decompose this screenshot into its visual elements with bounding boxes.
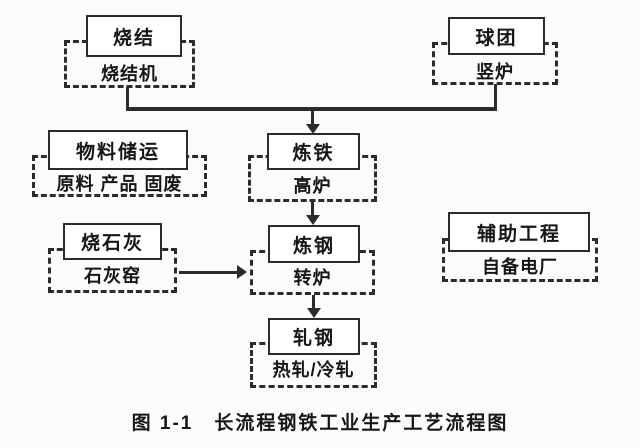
node-sinter-title-box: 烧结	[86, 15, 182, 57]
node-lime-burning-title: 烧石灰	[80, 233, 144, 254]
node-auxiliary-title-box: 辅助工程	[448, 212, 590, 252]
node-ironmaking-sublabel: 高炉	[293, 176, 332, 196]
node-pellet-title-box: 球团	[448, 17, 545, 55]
node-material-logistics-title: 物料储运	[75, 141, 160, 163]
edge-lime-steelmaking-arrowhead-icon	[237, 265, 247, 279]
edge-steelmaking-rolling-arrowhead-icon	[307, 308, 321, 318]
node-lime-burning-title-box: 烧石灰	[63, 223, 162, 260]
node-sinter-sublabel: 烧结机	[101, 64, 158, 84]
node-pellet-sublabel: 竖炉	[476, 62, 514, 82]
node-sinter-title: 烧结	[112, 27, 155, 49]
edge-pellet-merge-stub	[494, 84, 497, 111]
node-steelmaking-title-box: 炼钢	[268, 225, 360, 263]
edge-sinter-merge-stub	[126, 87, 129, 111]
edge-merge-to-ironmaking-arrowhead-icon	[306, 124, 320, 134]
node-rolling-title-box: 轧钢	[268, 318, 360, 355]
node-rolling-title: 轧钢	[292, 328, 335, 349]
edge-merge-bar	[126, 107, 497, 111]
node-lime-burning-sublabel: 石灰窑	[84, 266, 141, 286]
edge-merge-to-ironmaking-shaft	[311, 111, 314, 125]
node-pellet-title: 球团	[475, 27, 518, 49]
edge-ironmaking-steelmaking-shaft	[311, 202, 314, 216]
node-rolling-sublabel: 热轧/冷轧	[272, 360, 355, 380]
node-steelmaking-title: 炼钢	[292, 235, 335, 257]
edge-steelmaking-rolling-shaft	[312, 295, 315, 309]
node-material-logistics-title-box: 物料储运	[48, 130, 188, 170]
node-material-logistics-sublabel: 原料 产品 固废	[56, 174, 183, 194]
node-steelmaking-sublabel: 转炉	[293, 268, 332, 288]
edge-lime-steelmaking-shaft	[179, 271, 238, 274]
node-auxiliary-title: 辅助工程	[476, 223, 561, 245]
edge-ironmaking-steelmaking-arrowhead-icon	[306, 215, 320, 225]
node-auxiliary-sublabel: 自备电厂	[482, 257, 558, 277]
node-ironmaking-title-box: 炼铁	[267, 133, 360, 170]
figure-caption: 图 1-1 长流程钢铁工业生产工艺流程图	[131, 413, 509, 434]
node-ironmaking-title: 炼铁	[292, 143, 335, 164]
